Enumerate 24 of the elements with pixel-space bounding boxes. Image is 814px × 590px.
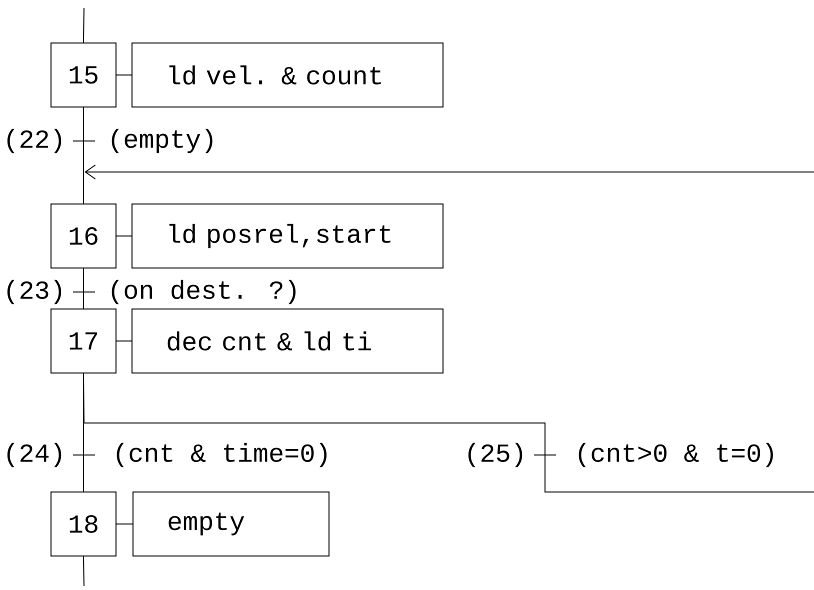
connector-line	[83, 268, 84, 309]
transition-condition: (cnt>0 & t=0)	[578, 442, 773, 468]
transition-number: (25)	[468, 442, 522, 468]
step-box: 18	[50, 492, 116, 556]
connector-line	[116, 340, 132, 342]
connector-line	[83, 556, 84, 586]
action-box: empty	[132, 492, 330, 556]
action-box: dec cnt & ld ti	[132, 308, 444, 374]
arrow	[84, 164, 814, 180]
transition-condition: (on dest. ?)	[112, 280, 296, 304]
transition-condition: (empty)	[112, 128, 212, 154]
connector-line	[83, 373, 814, 492]
transition-condition: (cnt & time=0)	[116, 442, 327, 468]
step-box: 15	[50, 42, 116, 108]
step-box: 17	[50, 308, 116, 374]
action-box: ld posrel,start	[132, 204, 444, 268]
transition-number: (24)	[7, 442, 62, 468]
connector-line	[116, 74, 132, 76]
transition-number: (22)	[7, 128, 62, 154]
connector-line	[83, 107, 84, 204]
connector-line	[83, 8, 84, 43]
transition-number: (23)	[7, 280, 62, 304]
action-box: ld vel. & count	[132, 42, 444, 108]
step-box: 16	[50, 204, 116, 268]
